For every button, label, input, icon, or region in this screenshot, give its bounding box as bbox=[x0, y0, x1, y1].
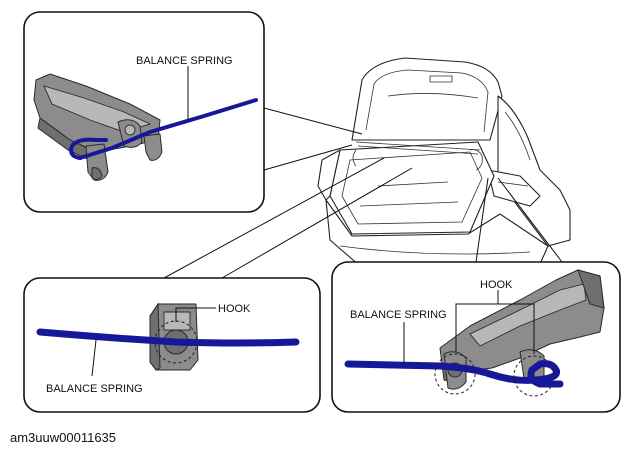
document-id: am3uuw00011635 bbox=[10, 430, 117, 445]
vehicle-illustration bbox=[317, 57, 571, 270]
callout-panel-bottom-right: HOOK BALANCE SPRING bbox=[331, 261, 621, 413]
label-hook-bottom-right: HOOK bbox=[480, 279, 513, 291]
callout-panel-bottom-left: HOOK BALANCE SPRING bbox=[23, 277, 321, 413]
callout-panel-top-left: BALANCE SPRING bbox=[23, 11, 265, 213]
label-balance-spring-bottom-right: BALANCE SPRING bbox=[350, 309, 447, 321]
callout-leader-lines bbox=[163, 107, 563, 279]
label-hook-bottom-left: HOOK bbox=[218, 303, 251, 315]
label-balance-spring-top-left: BALANCE SPRING bbox=[136, 55, 233, 67]
label-balance-spring-bottom-left: BALANCE SPRING bbox=[46, 383, 143, 395]
